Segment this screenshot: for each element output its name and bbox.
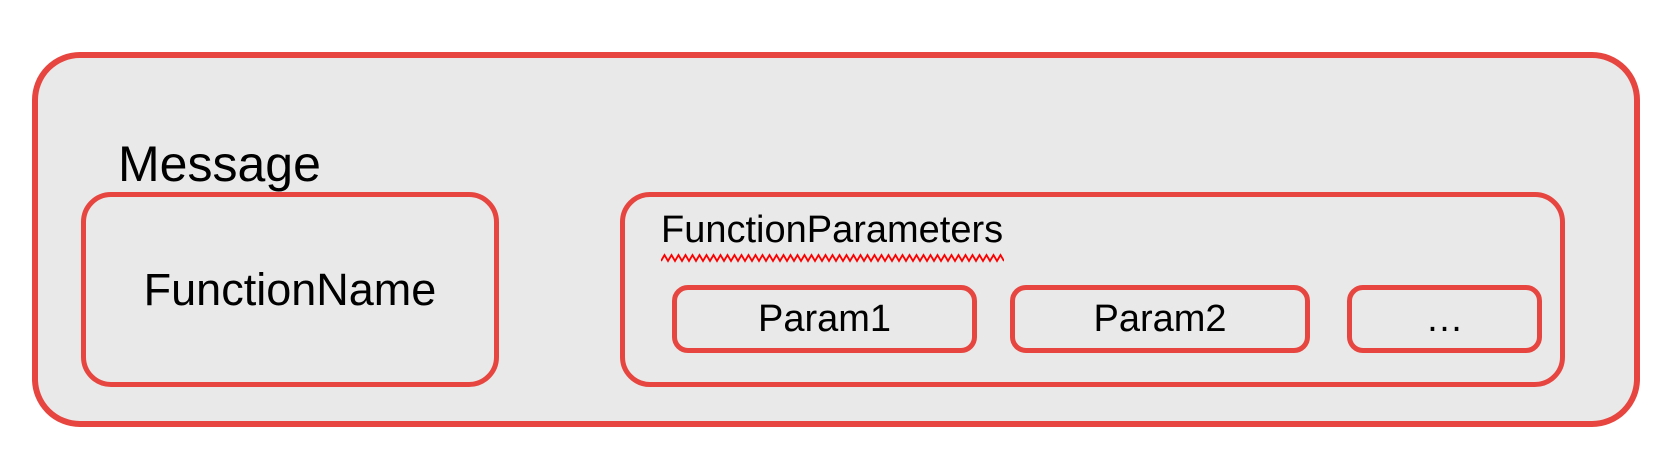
param-2-label: Param2 (1093, 297, 1227, 340)
param-ellipsis-label: … (1425, 297, 1464, 340)
message-label: Message (118, 136, 321, 192)
message-box: Message FunctionName FunctionParameters … (32, 52, 1640, 427)
function-name-label: FunctionName (143, 263, 437, 315)
function-parameters-label-wrap: FunctionParameters (661, 209, 1004, 263)
param-box-ellipsis: … (1347, 285, 1542, 353)
function-parameters-box: FunctionParameters Param1 Param2 … (620, 192, 1565, 387)
function-parameters-label: FunctionParameters (661, 209, 1004, 251)
param-1-label: Param1 (757, 297, 892, 340)
spellcheck-squiggle-icon (661, 252, 1004, 263)
param-box-2: Param2 (1010, 285, 1310, 353)
function-name-box: FunctionName (81, 192, 499, 387)
param-box-1: Param1 (672, 285, 977, 353)
